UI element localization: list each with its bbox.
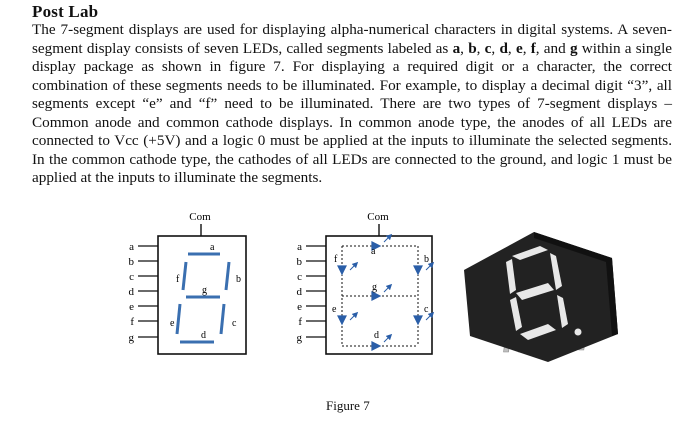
seven-segment-device-illustration bbox=[464, 232, 618, 362]
pin-labels-middle: a b c d e f g bbox=[297, 241, 303, 344]
segment-name-e: e bbox=[515, 39, 523, 57]
pin-label: d bbox=[129, 286, 135, 298]
led-b bbox=[413, 265, 423, 276]
segment-name-d: d bbox=[499, 39, 508, 57]
pin-label: e bbox=[297, 301, 302, 313]
separator: , and bbox=[535, 39, 570, 57]
pin-labels-left: a b c d e f g bbox=[129, 241, 135, 344]
seg-label-c: c bbox=[232, 318, 237, 329]
pin-label: g bbox=[297, 332, 303, 344]
pin-label: b bbox=[129, 256, 135, 268]
led-label-a: a bbox=[371, 246, 376, 257]
segment-name-b: b bbox=[468, 39, 477, 57]
separator: , bbox=[522, 39, 531, 57]
led-label-b: b bbox=[424, 254, 429, 265]
pin-label: a bbox=[297, 241, 302, 253]
pin-label: b bbox=[297, 256, 303, 268]
segment-e-left bbox=[175, 303, 182, 335]
figure-caption: Figure 7 bbox=[326, 398, 370, 413]
led-g bbox=[371, 291, 382, 301]
separator: , bbox=[491, 39, 500, 57]
led-label-f: f bbox=[334, 254, 338, 265]
segment-b-left bbox=[224, 261, 231, 291]
display-diagram-left: Com a b c d e f g bbox=[129, 211, 247, 355]
seg-label-g: g bbox=[202, 285, 207, 296]
pin-label: f bbox=[130, 316, 134, 328]
post-lab-heading: Post Lab bbox=[32, 2, 99, 21]
seg-label-a: a bbox=[210, 242, 215, 253]
separator: , bbox=[460, 39, 469, 57]
segment-c-left bbox=[219, 303, 226, 335]
separator: , bbox=[476, 39, 485, 57]
led-label-c: c bbox=[424, 304, 429, 315]
segment-labels-left: a b c d e f g bbox=[170, 242, 241, 341]
device-segments bbox=[506, 246, 582, 340]
segment-name-g: g bbox=[569, 39, 578, 57]
pin-label: c bbox=[297, 271, 302, 283]
pin-label: g bbox=[129, 332, 135, 344]
led-a bbox=[371, 241, 382, 251]
segment-name-c: c bbox=[484, 39, 492, 57]
pin-label: f bbox=[298, 316, 302, 328]
led-label-g: g bbox=[372, 282, 377, 293]
pin-label: a bbox=[129, 241, 134, 253]
com-label-right: Com bbox=[367, 211, 389, 223]
segment-name-f: f bbox=[530, 39, 536, 57]
led-d bbox=[371, 341, 382, 351]
segment-name-a: a bbox=[452, 39, 461, 57]
separator: , bbox=[507, 39, 516, 57]
seg-label-f: f bbox=[176, 274, 180, 285]
com-label-left: Com bbox=[189, 211, 211, 223]
led-c bbox=[413, 315, 423, 326]
display-box-left bbox=[157, 235, 247, 355]
led-label-e: e bbox=[332, 304, 337, 315]
seg-label-e: e bbox=[170, 318, 175, 329]
display-box-middle bbox=[325, 235, 433, 355]
seg-label-d: d bbox=[201, 330, 206, 341]
led-f bbox=[337, 265, 347, 276]
display-diagram-middle: Com a bbox=[297, 211, 435, 355]
paragraph-part-1: The 7-segment displays are used for disp… bbox=[32, 21, 672, 57]
segment-f-left bbox=[181, 261, 188, 291]
segment-labels-middle: a b c d e f g bbox=[332, 246, 429, 341]
pin-label: c bbox=[129, 271, 134, 283]
pin-label: e bbox=[129, 301, 134, 313]
seg-label-b: b bbox=[236, 274, 241, 285]
paragraph-part-2: within a single display package as shown… bbox=[32, 39, 673, 187]
pin-label: d bbox=[297, 286, 303, 298]
led-e bbox=[337, 315, 347, 326]
body-paragraph: The 7-segment displays are used for disp… bbox=[32, 21, 672, 188]
led-label-d: d bbox=[374, 330, 379, 341]
